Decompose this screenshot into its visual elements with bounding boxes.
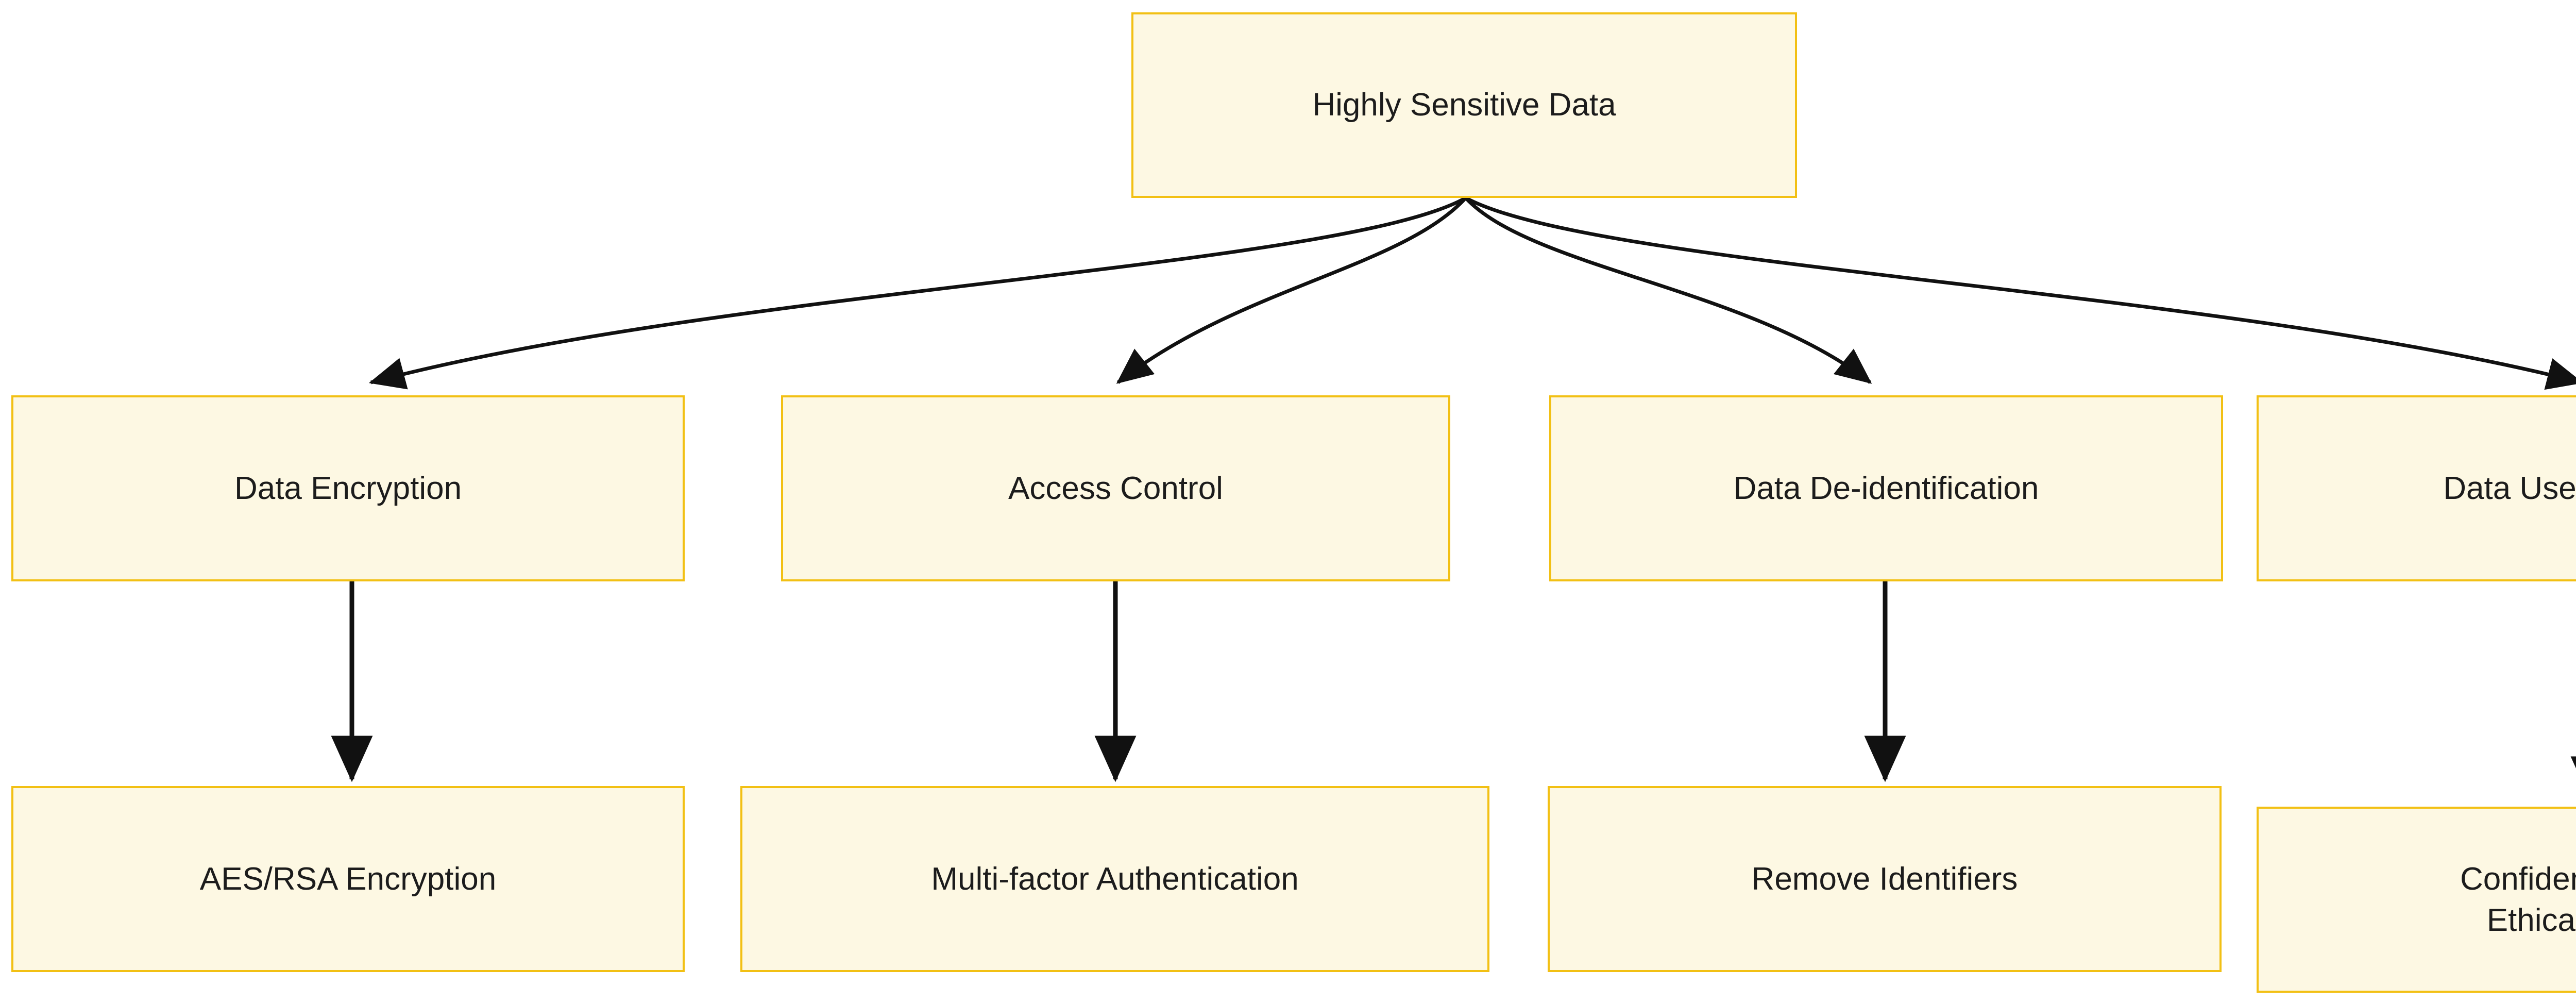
edge-root-to-data-de-identification	[1464, 196, 1872, 384]
node-label: Multi-factor Authentication	[931, 861, 1299, 897]
node-data-de-identification[interactable]: Data De-identification	[1549, 395, 2223, 581]
node-access-control[interactable]: Access Control	[781, 395, 1450, 581]
node-label: Confidentiality and Ethical Review	[2460, 861, 2576, 938]
node-data-encryption[interactable]: Data Encryption	[11, 395, 685, 581]
node-label: Access Control	[1008, 470, 1223, 506]
node-label: Data De-identification	[1733, 470, 2039, 506]
node-remove-identifiers[interactable]: Remove Identifiers	[1548, 786, 2222, 972]
node-label: Remove Identifiers	[1751, 861, 2018, 897]
node-label: AES/RSA Encryption	[199, 861, 497, 897]
node-data-use-agreement[interactable]: Data Use Agreement	[2257, 395, 2576, 581]
node-confidentiality-and-ethical-review[interactable]: Confidentiality and Ethical Review	[2257, 807, 2576, 993]
node-label: Highly Sensitive Data	[1312, 87, 1616, 123]
edge-root-to-access-control	[1116, 196, 1467, 384]
node-label: Data Encryption	[234, 470, 462, 506]
node-label: Data Use Agreement	[2443, 470, 2576, 506]
node-aes-rsa-encryption[interactable]: AES/RSA Encryption	[11, 786, 685, 972]
node-multi-factor-authentication[interactable]: Multi-factor Authentication	[740, 786, 1489, 972]
node-highly-sensitive-data[interactable]: Highly Sensitive Data	[1131, 12, 1797, 198]
edge-root-to-data-use-agreement	[1465, 196, 2576, 390]
edge-root-to-data-encryption	[368, 196, 1467, 390]
